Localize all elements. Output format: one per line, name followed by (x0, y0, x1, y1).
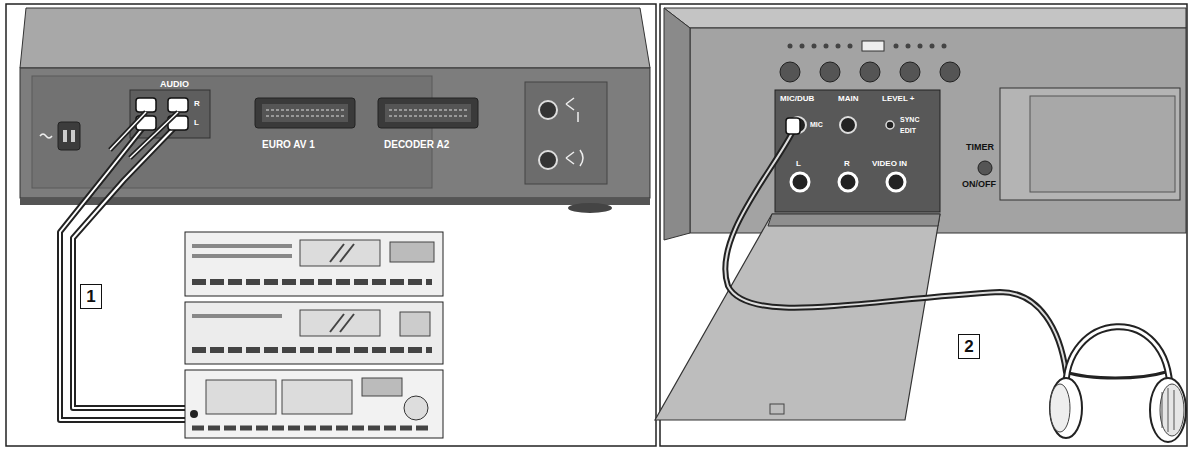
stereo-system (185, 232, 443, 438)
callout-number: 2 (964, 338, 973, 355)
panel-label: MAIN (838, 95, 858, 103)
panel-label: AUDIO (160, 80, 189, 89)
panel-label: VIDEO IN (872, 160, 907, 168)
vcr-front (655, 8, 1186, 420)
panel-label: ON/OFF (962, 180, 996, 189)
panel-label: LEVEL + (882, 95, 915, 103)
vcr-rear (20, 8, 650, 213)
panel-label: MIC/DUB (780, 95, 814, 103)
callout-number: 1 (86, 288, 95, 305)
panel-label: L (194, 119, 199, 127)
panel-label: EURO AV 1 (262, 140, 315, 150)
headphones (1050, 327, 1186, 442)
panel-label: EDIT (900, 127, 916, 134)
callout-box: 2 (958, 334, 980, 359)
panel-label: MIC (810, 121, 823, 128)
rca-plugs (110, 98, 188, 158)
panel-label: R (844, 160, 850, 168)
panel-frame (6, 4, 656, 446)
headphone-cable (725, 118, 1166, 378)
audio-cable (60, 124, 188, 420)
panel-label: TIMER (966, 143, 994, 152)
callout-box: 1 (80, 284, 102, 309)
panel-label: L (796, 160, 801, 168)
panel-label: R (194, 100, 200, 108)
panel-label: SYNC (900, 116, 919, 123)
panel-label: DECODER A2 (384, 140, 449, 150)
